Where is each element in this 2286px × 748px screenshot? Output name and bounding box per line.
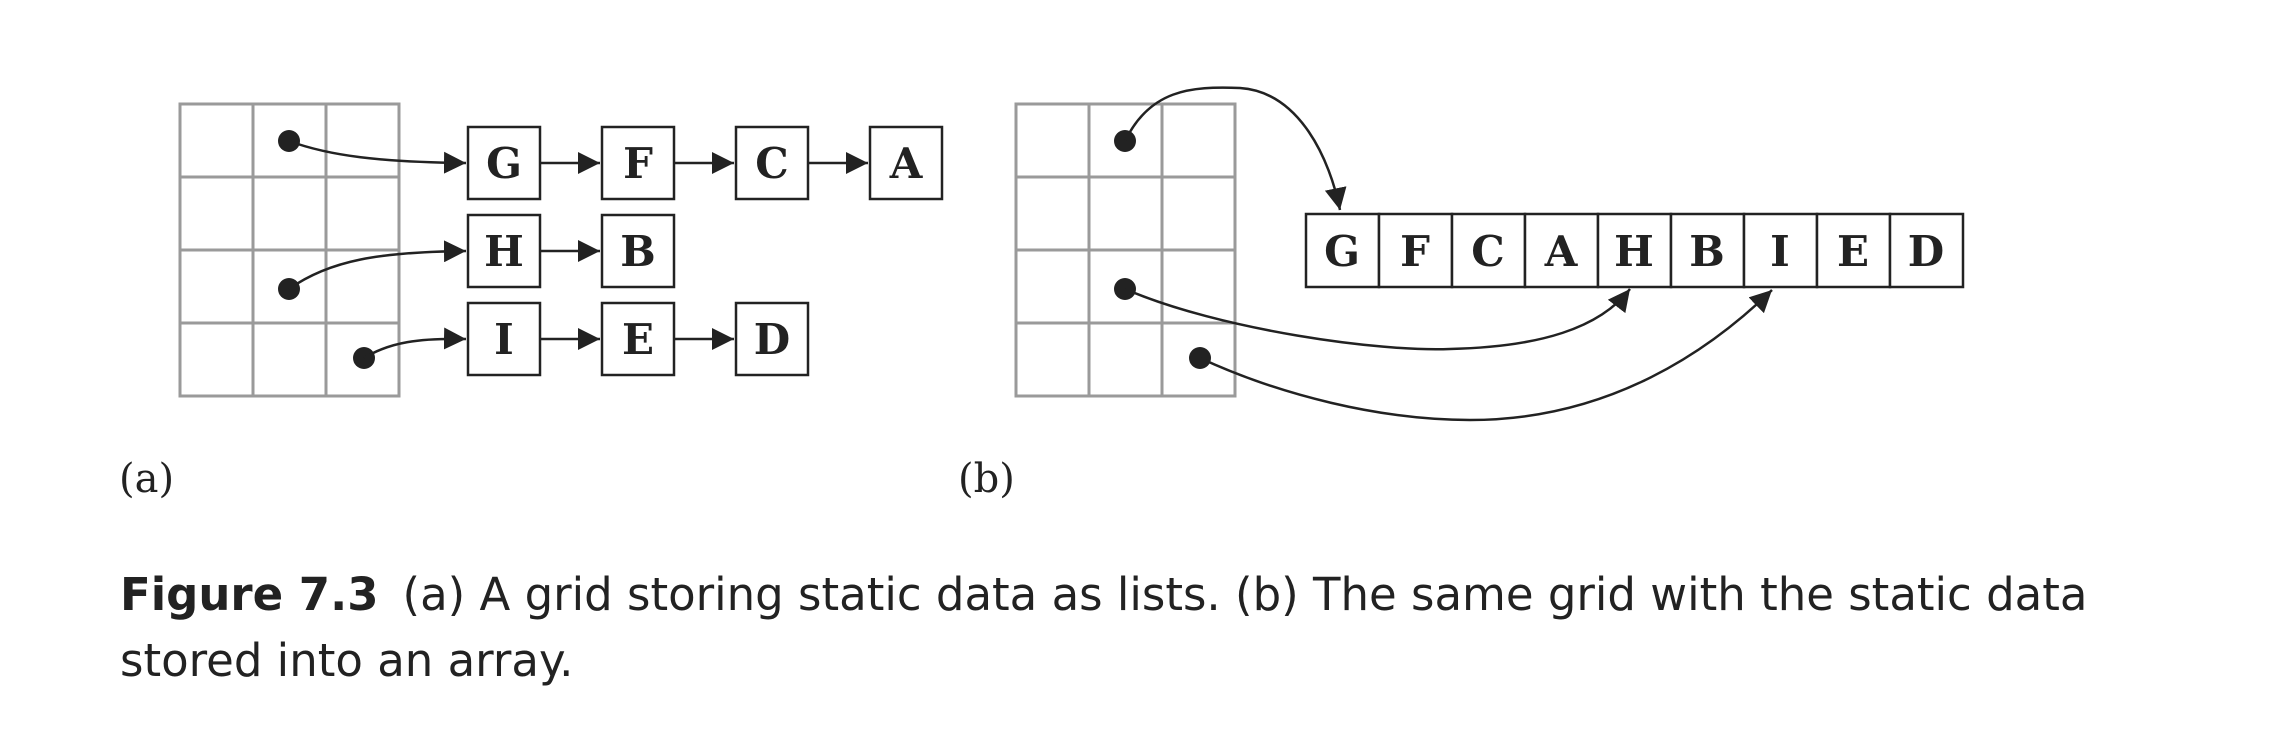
array-b: G F C A H B I E D [1304,212,1965,289]
node-a-1-0 [466,213,542,289]
node-a-0-3 [868,125,944,201]
array-cell-6 [1742,212,1819,289]
node-a-2-2-label: D [754,315,790,364]
pointer-arrow [288,139,467,174]
figure-diagram: G F C A H B I E D [178,86,1965,422]
node-a-0-1 [600,125,676,201]
node-a-2-1-label: E [622,315,654,364]
array-cell-1 [1377,212,1454,289]
node-a-0-0-label: G [486,139,522,188]
node-a-0-1-label: F [623,139,653,188]
array-cell-5 [1669,212,1746,289]
array-cell-3 [1523,212,1600,289]
array-cell-2-label: C [1471,227,1504,276]
array-cell-5-label: B [1689,227,1725,276]
lists-a: G F C A H B I E D [466,125,944,377]
array-cell-8-label: D [1908,227,1944,276]
array-cell-8 [1888,212,1965,289]
node-a-2-2 [734,301,810,377]
array-cell-6-label: I [1770,227,1790,276]
panel-b-label: (b) [958,456,1015,502]
node-a-1-1-label: B [620,227,656,276]
grid-b [1014,102,1237,398]
array-cell-3-label: A [1544,227,1579,276]
node-a-0-2-label: C [755,139,788,188]
node-a-1-1 [600,213,676,289]
node-a-1-0-label: H [484,227,524,276]
node-a-2-1 [600,301,676,377]
array-cell-4-label: H [1614,227,1654,276]
node-a-2-0-label: I [494,315,514,364]
figure-number: Figure 7.3 [120,568,379,621]
pointer-arrow [1199,289,1773,422]
pointer-arrow [363,327,467,360]
pointer-arrow [288,240,467,291]
figure-caption: Figure 7.3(a) A grid storing static data… [120,562,2220,694]
array-cell-0-label: G [1324,227,1360,276]
list-links-a [540,152,868,350]
node-a-2-0 [466,301,542,377]
node-a-0-3-label: A [889,139,924,188]
array-cell-1-label: F [1400,227,1430,276]
array-cell-7 [1815,212,1892,289]
pointers-a [278,130,467,369]
array-cell-7-label: E [1837,227,1869,276]
pointer-arrow [1123,86,1347,211]
pointers-b [1114,86,1773,422]
pointer-arrow [1124,287,1631,351]
caption-text: (a) A grid storing static data as lists.… [120,568,2088,687]
panel-a-label: (a) [119,456,175,502]
array-cell-2 [1450,212,1527,289]
